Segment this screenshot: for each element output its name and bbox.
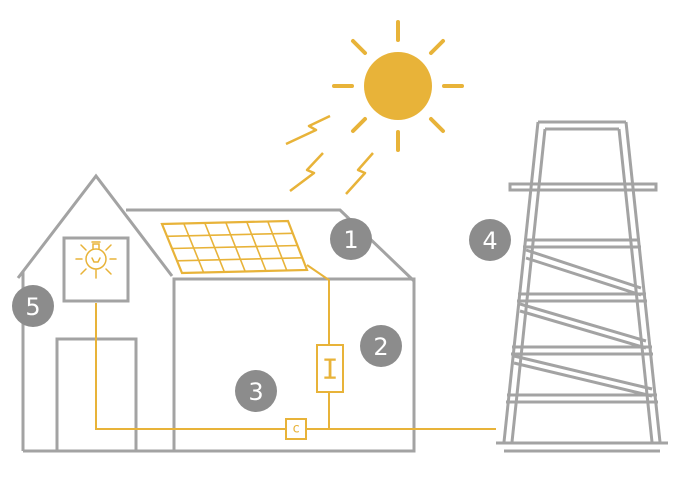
meter-box: c — [285, 418, 307, 440]
power-tower-icon — [496, 120, 668, 453]
lightning-bolt-icon — [345, 152, 374, 195]
solar-panel-icon — [160, 219, 309, 275]
lightning-bolt-icon — [289, 152, 324, 192]
svg-text:4: 4 — [482, 227, 497, 255]
marker-1: 1 — [330, 218, 372, 260]
inverter-label: I — [322, 353, 339, 386]
svg-text:1: 1 — [343, 226, 358, 254]
svg-text:5: 5 — [25, 293, 40, 321]
light-bulb-icon — [75, 241, 117, 279]
svg-text:2: 2 — [373, 333, 388, 361]
inverter-box: I — [316, 344, 344, 393]
meter-label: c — [292, 422, 300, 437]
svg-text:3: 3 — [248, 378, 263, 406]
wiring — [95, 264, 496, 430]
marker-5: 5 — [12, 285, 54, 327]
marker-3: 3 — [235, 370, 277, 412]
house — [16, 173, 416, 453]
marker-2: 2 — [360, 325, 402, 367]
window — [62, 236, 130, 303]
marker-4: 4 — [469, 219, 511, 261]
sun-icon — [332, 20, 464, 152]
lightning-bolt-icon — [285, 114, 331, 146]
